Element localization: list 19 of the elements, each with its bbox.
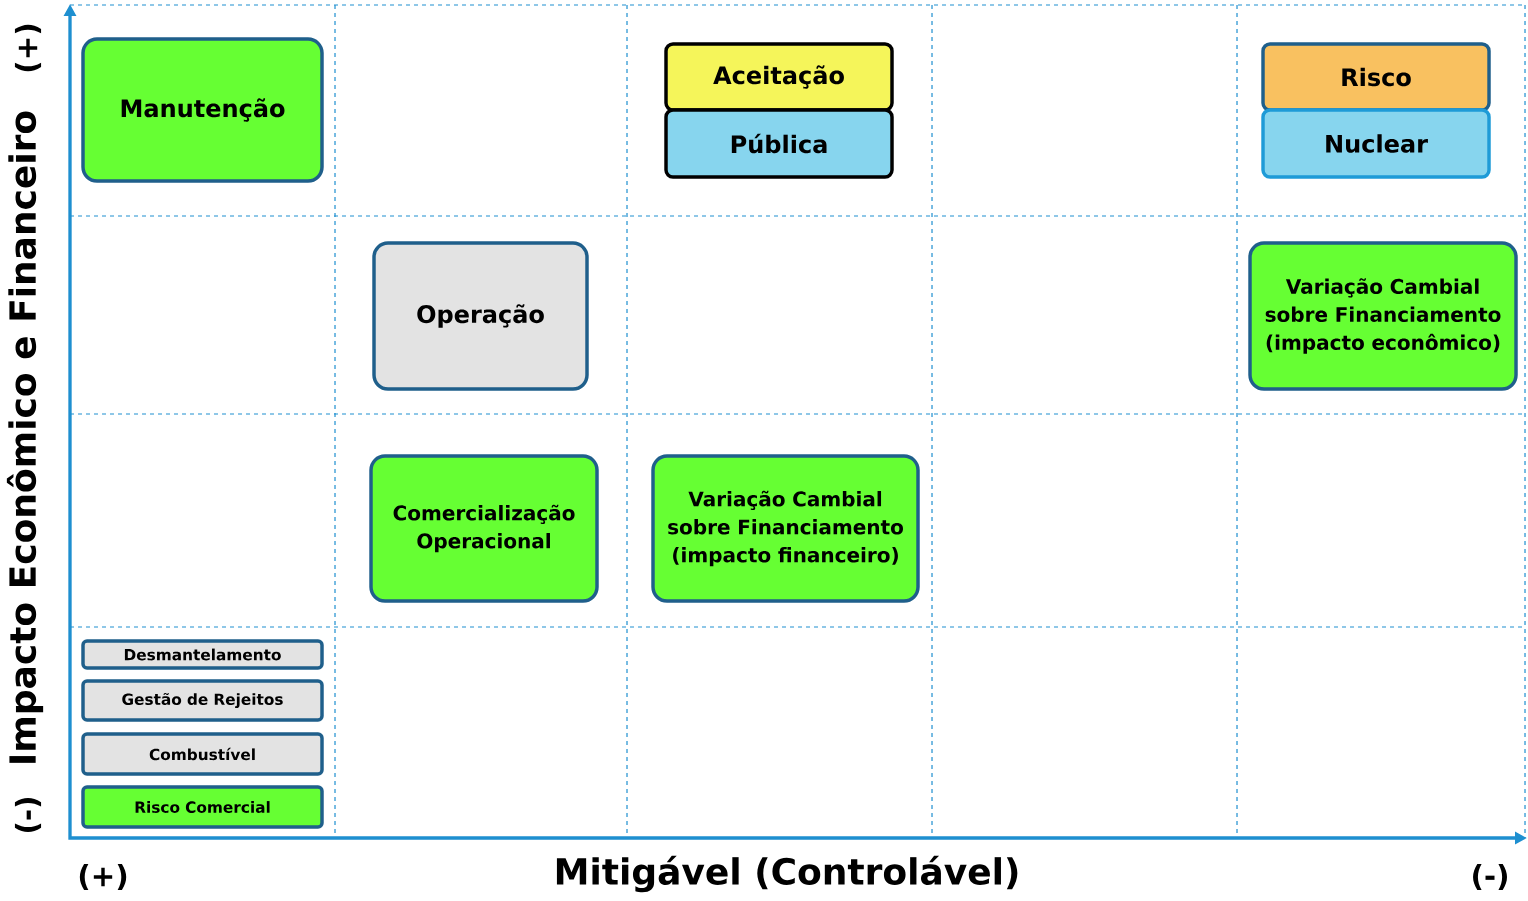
axis-end-label: (-) — [14, 798, 42, 832]
axis-title: Impacto Econômico e Financeiro — [6, 111, 44, 763]
risk-box: Nuclear — [1261, 108, 1491, 179]
risk-box: Variação Cambial sobre Financiamento (impacto financeiro) — [651, 454, 920, 603]
axis-end-label: (+) — [79, 863, 127, 891]
risk-box: Manutenção — [81, 37, 324, 183]
risk-box: Risco — [1261, 42, 1491, 112]
axis-end-label: (-) — [1473, 863, 1507, 891]
risk-box: Variação Cambial sobre Financiamento (impacto econômico) — [1248, 241, 1518, 391]
axis-end-label: (+) — [14, 24, 42, 72]
risk-box: Aceitação — [664, 42, 894, 112]
risk-box: Pública — [664, 108, 894, 179]
risk-box: Combustível — [81, 732, 324, 776]
risk-box: Comercialização Operacional — [369, 454, 599, 603]
risk-box: Operação — [372, 241, 589, 391]
axis-title: Mitigável (Controlável) — [556, 855, 1018, 893]
risk-box: Gestão de Rejeitos — [81, 679, 324, 722]
risk-box: Risco Comercial — [81, 785, 324, 829]
risk-box: Desmantelamento — [81, 639, 324, 670]
